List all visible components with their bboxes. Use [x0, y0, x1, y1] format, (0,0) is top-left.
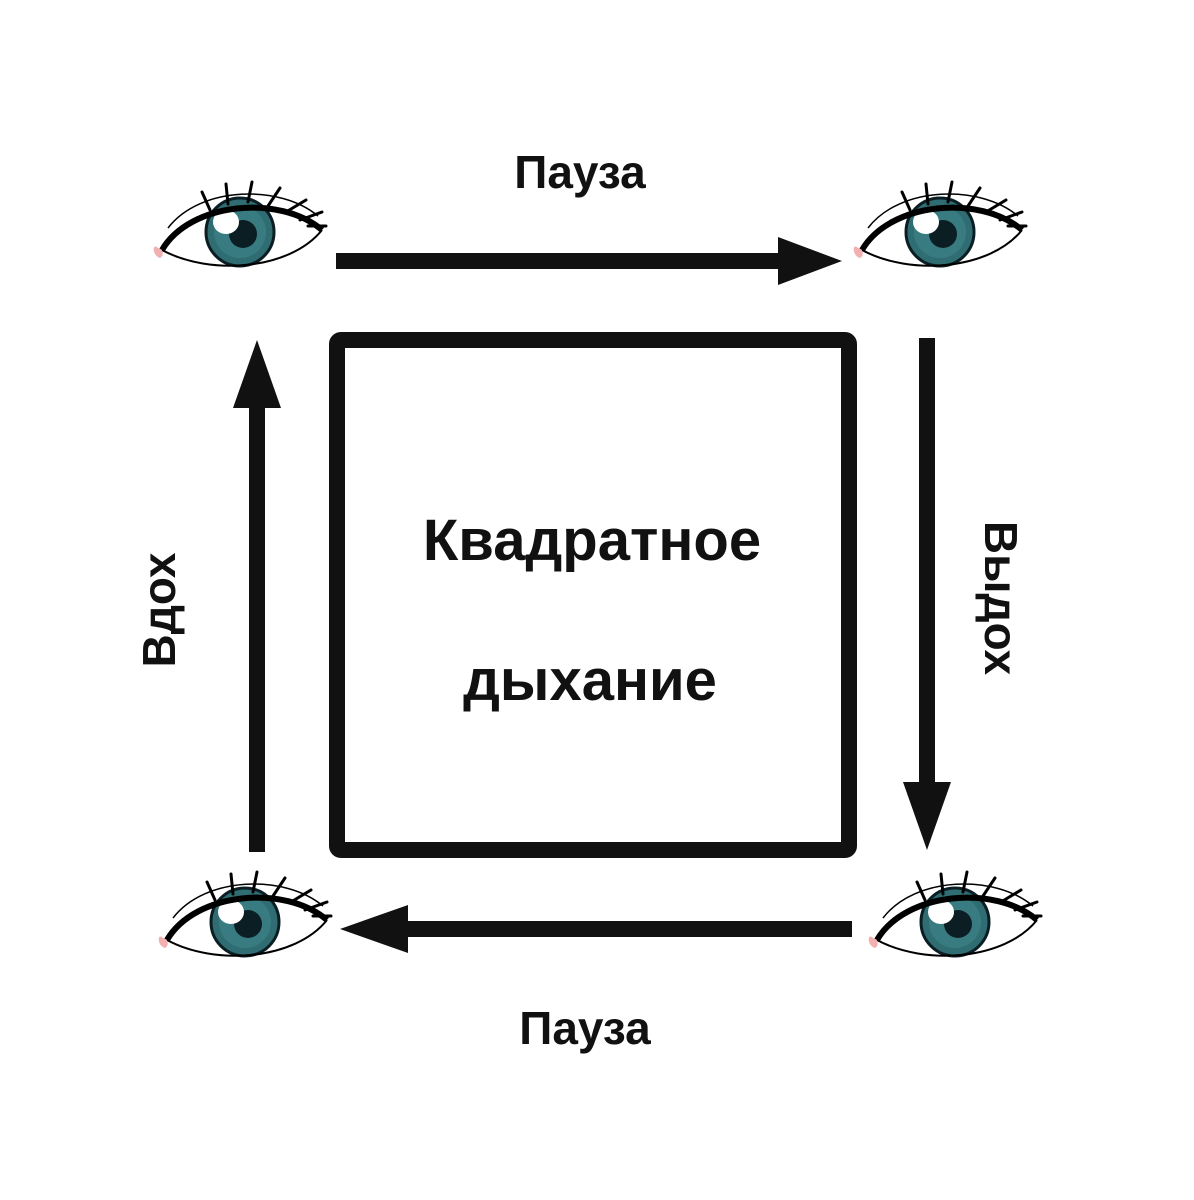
exhale-label: Выдох: [975, 521, 1027, 676]
top-pause-label: Пауза: [514, 146, 646, 198]
top-arrow: [336, 237, 842, 285]
eye-top-left-icon: [154, 182, 326, 266]
center-title-line1: Квадратное: [423, 508, 761, 573]
center-square: [329, 332, 857, 858]
bottom-pause-label: Пауза: [519, 1002, 651, 1054]
left-arrow: [233, 340, 281, 852]
right-arrow: [903, 338, 951, 850]
eye-bottom-left-icon: [159, 872, 331, 956]
bottom-arrow: [340, 905, 852, 953]
eye-top-right-icon: [854, 182, 1026, 266]
eye-bottom-right-icon: [869, 872, 1041, 956]
inhale-label: Вдох: [133, 552, 185, 667]
center-title-line2: дыхание: [463, 648, 717, 713]
